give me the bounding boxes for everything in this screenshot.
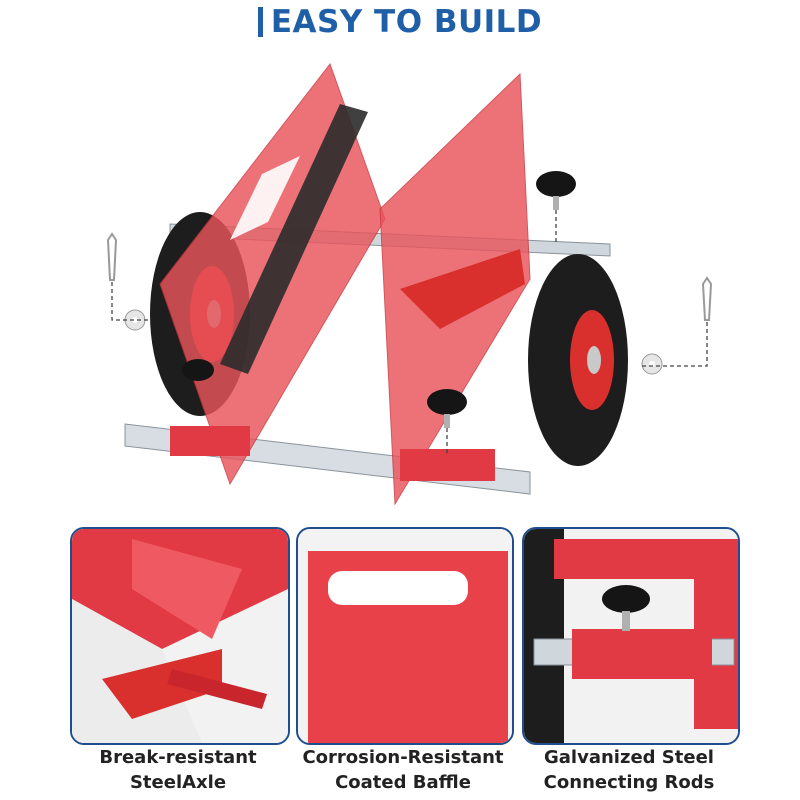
right-bracket <box>400 249 525 329</box>
assembly-guide-lines <box>111 210 708 454</box>
detail-panel-rods <box>522 527 740 745</box>
washer-icon <box>124 309 146 331</box>
detail-panel-baffle <box>296 527 514 745</box>
rods-detail-image <box>524 529 738 743</box>
washer-icon <box>641 353 663 375</box>
right-wheel <box>528 254 628 466</box>
hero-product-image <box>0 44 800 524</box>
left-handle-slot <box>230 156 300 240</box>
baffle-detail-image <box>298 529 512 743</box>
left-sleeve <box>170 426 250 456</box>
feature-caption-baffle: Corrosion-Resistant Coated Baffle <box>302 747 504 793</box>
feature-caption-axle: Break-resistant SteelAxle <box>99 747 257 793</box>
title-text: EASY TO BUILD <box>270 4 543 40</box>
feature-caption-rods: Galvanized Steel Connecting Rods <box>543 747 715 793</box>
dolly-exploded-view <box>106 62 713 506</box>
left-rubber-strip <box>220 104 368 374</box>
axle-detail-image <box>72 529 288 743</box>
knob-icon <box>427 389 467 428</box>
right-sleeve <box>400 449 495 481</box>
cotter-pin-icon <box>106 232 118 281</box>
knob-icon <box>182 359 214 381</box>
cotter-pin-icon <box>701 276 713 321</box>
title-accent-bar <box>257 7 263 37</box>
page-title: EASY TO BUILD <box>0 0 800 44</box>
knob-icon <box>536 171 576 210</box>
detail-panel-axle <box>70 527 290 745</box>
